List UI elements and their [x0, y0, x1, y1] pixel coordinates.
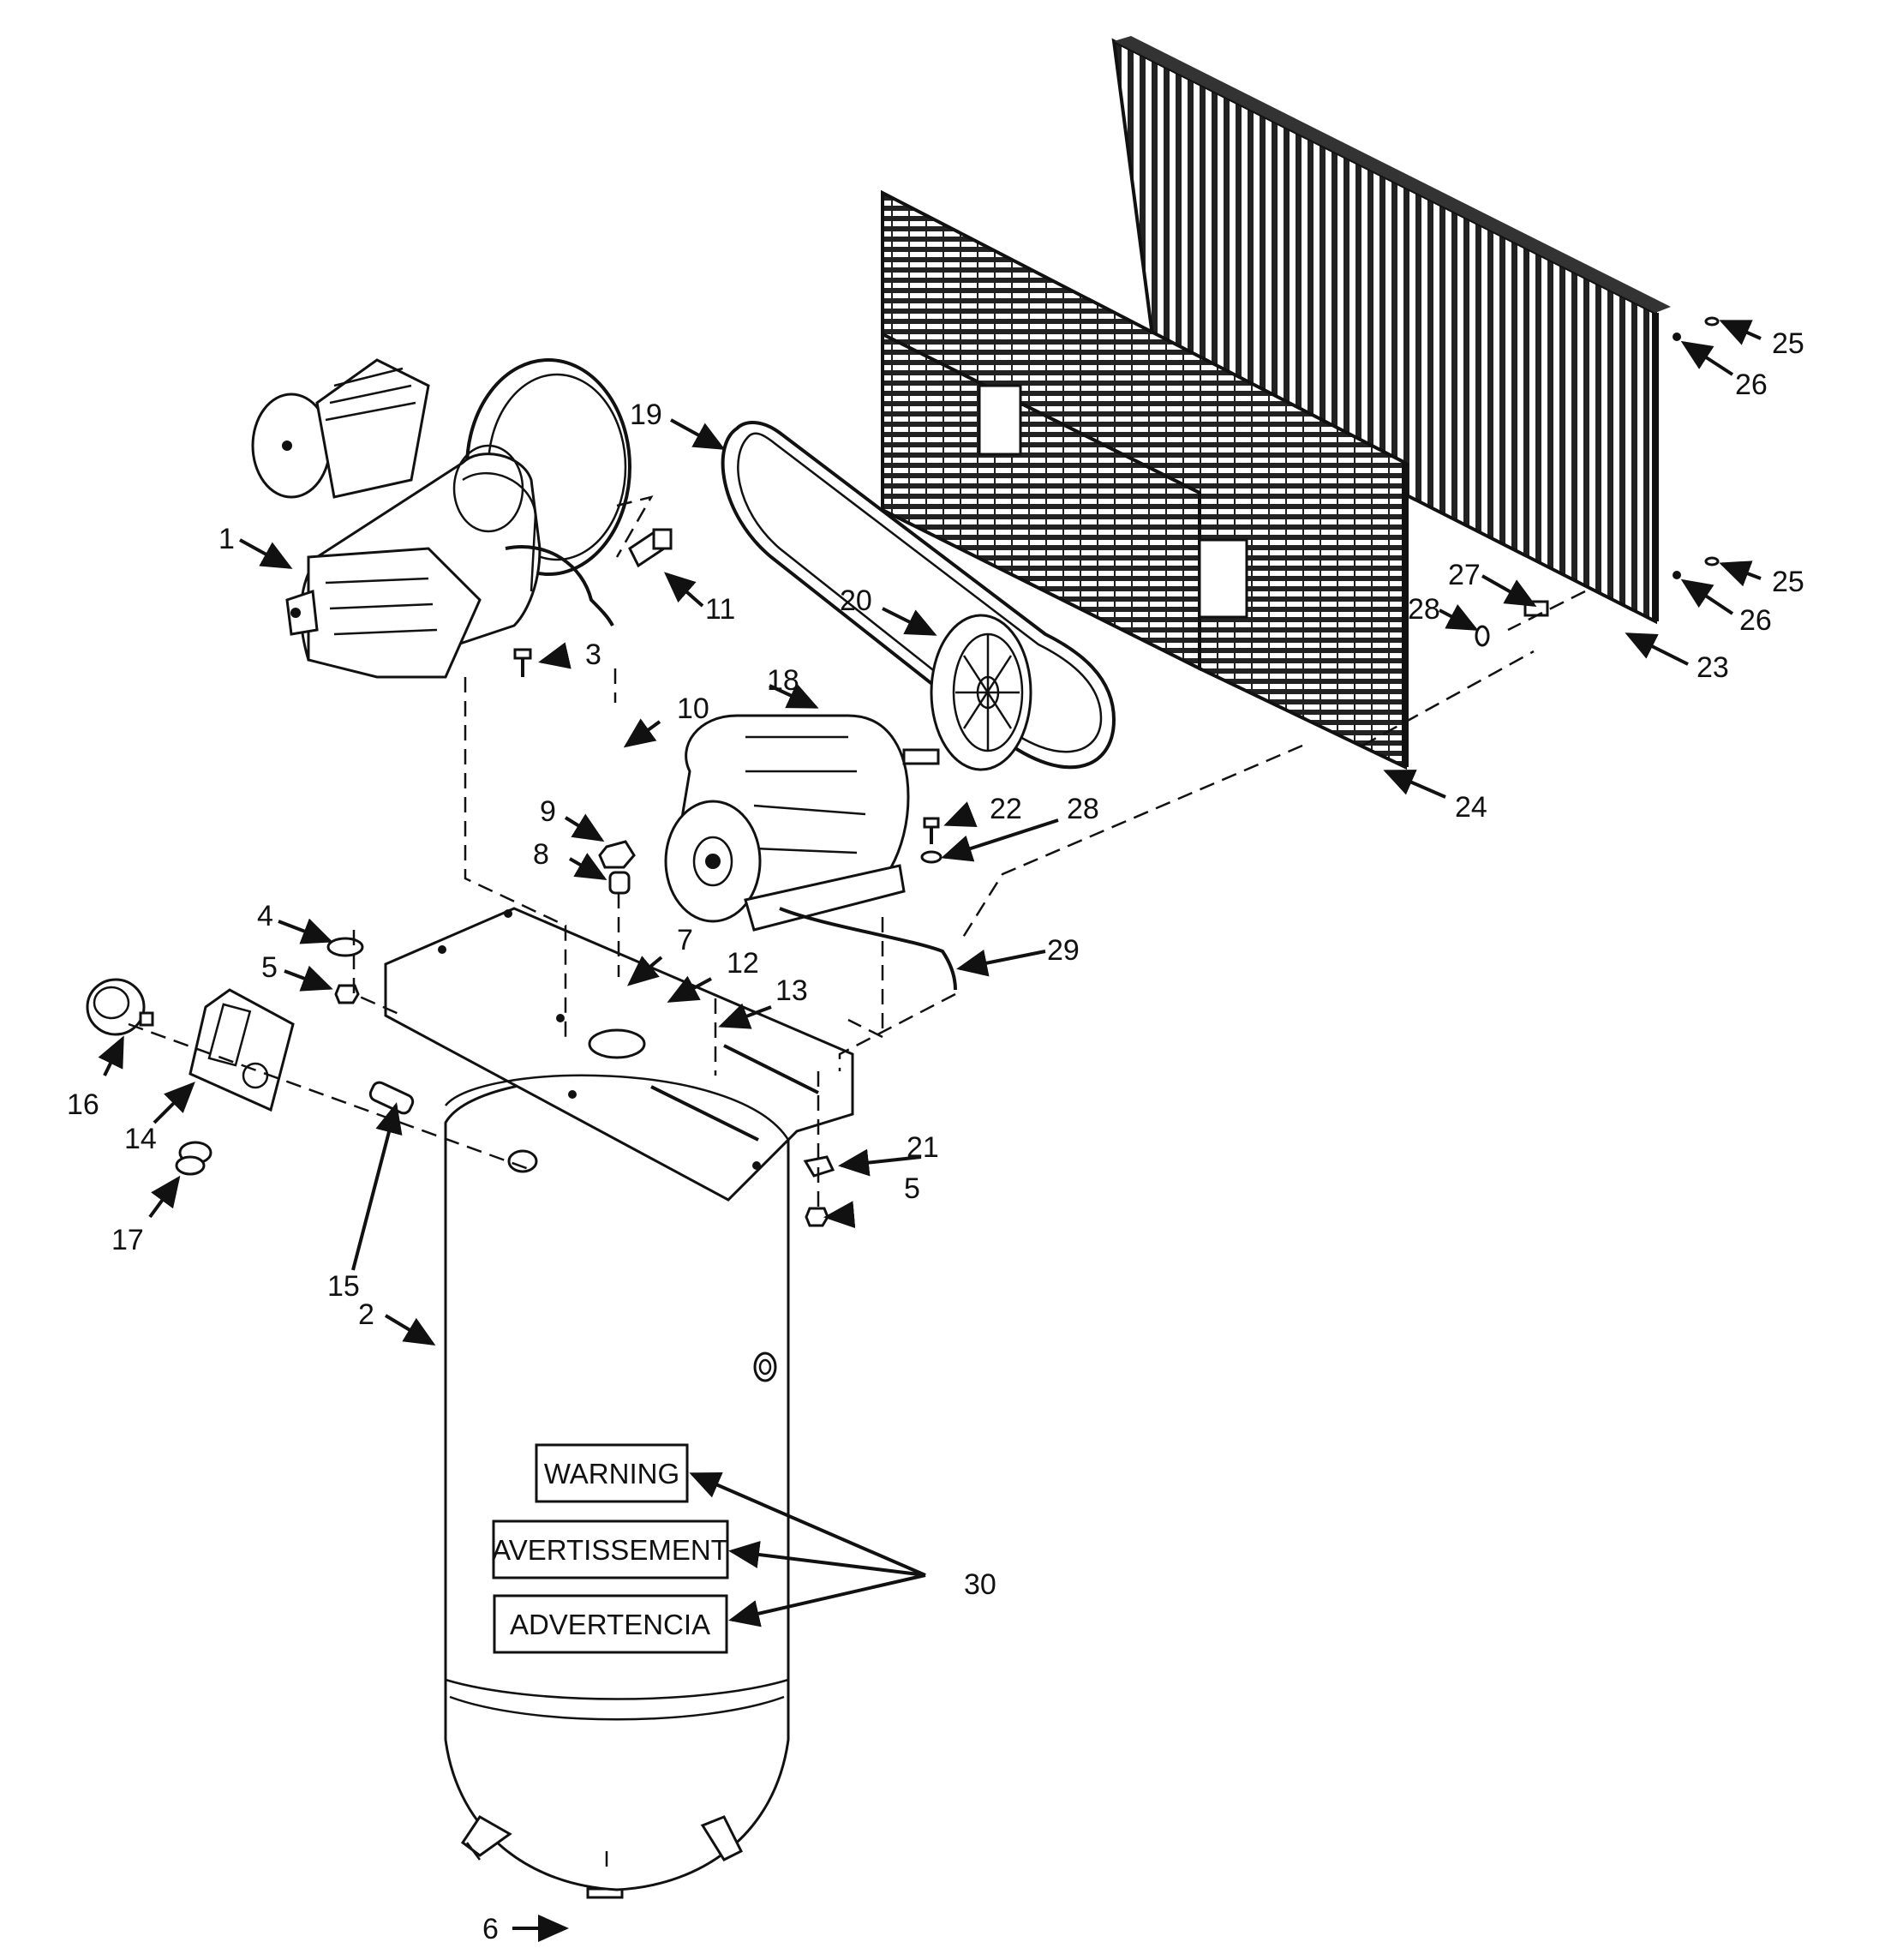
belt-guard-rear-panel — [1111, 36, 1671, 625]
electric-motor — [664, 714, 957, 991]
callout-14: 14 — [124, 1123, 157, 1155]
assembly-dashed-lines — [128, 495, 1586, 1873]
callout-2: 2 — [358, 1298, 374, 1331]
drive-belt — [721, 421, 1116, 770]
callout-4: 4 — [257, 900, 273, 932]
plate-part-14 — [189, 988, 295, 1112]
washer-part-4 — [326, 937, 364, 957]
nut-part-26-upper — [1673, 333, 1681, 341]
callout-28-guard: 28 — [1408, 593, 1440, 626]
fitting-part-17 — [175, 1141, 212, 1176]
pin-part-25-upper — [1704, 316, 1720, 327]
callout-9: 9 — [540, 795, 556, 828]
callout-13: 13 — [775, 974, 808, 1007]
callout-26-upper: 26 — [1735, 369, 1768, 401]
sleeve-part-8 — [608, 871, 631, 895]
bracket-part-21 — [803, 1155, 835, 1178]
callout-26-lower: 26 — [1739, 604, 1772, 637]
warning-label: WARNING — [535, 1443, 689, 1503]
tank-platform — [384, 907, 854, 1202]
callout-3: 3 — [585, 638, 601, 671]
advertencia-label: ADVERTENCIA — [493, 1594, 728, 1654]
callout-labels: 1 2 3 4 5 5 6 7 8 9 10 11 12 13 14 15 16… — [67, 327, 1804, 1945]
compressor-pump — [251, 358, 631, 679]
callout-10: 10 — [677, 692, 709, 725]
callout-30: 30 — [964, 1568, 996, 1601]
motor-pulley — [930, 614, 1032, 771]
callout-27: 27 — [1448, 559, 1481, 591]
callout-20: 20 — [840, 584, 872, 617]
callout-6: 6 — [482, 1913, 499, 1945]
tube-part-10 — [608, 698, 622, 827]
callout-8: 8 — [533, 838, 549, 871]
svg-text:WARNING: WARNING — [544, 1458, 679, 1489]
callout-15: 15 — [327, 1270, 360, 1303]
washer-part-28-guard — [1475, 625, 1490, 647]
callout-18: 18 — [767, 664, 799, 697]
pin-part-25-lower — [1704, 556, 1720, 566]
fitting-part-11 — [628, 528, 673, 568]
nut-part-5-right — [805, 1207, 829, 1227]
callout-11: 11 — [705, 593, 735, 626]
callout-12: 12 — [727, 947, 759, 980]
callout-16: 16 — [67, 1088, 99, 1121]
callout-7: 7 — [677, 924, 693, 956]
nut-part-9 — [598, 840, 636, 869]
callout-arrows — [98, 320, 1762, 1942]
washer-part-28-motor — [920, 850, 943, 864]
callout-19: 19 — [630, 399, 662, 431]
callout-25-upper: 25 — [1772, 327, 1804, 360]
nut-part-26-lower — [1673, 571, 1681, 579]
nipple-part-15 — [368, 1081, 415, 1115]
belt-guard-front-panel — [881, 189, 1409, 770]
callout-25-lower: 25 — [1772, 566, 1804, 598]
callout-29: 29 — [1047, 934, 1080, 967]
bolt-part-3 — [513, 648, 532, 677]
callout-21: 21 — [907, 1131, 939, 1164]
avertissement-label: AVERTISSEMENT — [492, 1519, 729, 1579]
svg-text:ADVERTENCIA: ADVERTENCIA — [510, 1609, 710, 1640]
pressure-gauge-part-16 — [86, 978, 154, 1036]
callout-5-left: 5 — [261, 951, 278, 984]
svg-text:AVERTISSEMENT: AVERTISSEMENT — [492, 1534, 728, 1566]
callout-24: 24 — [1455, 791, 1487, 824]
callout-23: 23 — [1697, 651, 1729, 684]
callout-22: 22 — [990, 793, 1022, 825]
bolt-part-22 — [923, 817, 940, 844]
callout-5-right: 5 — [904, 1172, 920, 1205]
callout-28-motor: 28 — [1067, 793, 1099, 825]
callout-17: 17 — [111, 1224, 144, 1256]
callout-1: 1 — [218, 523, 235, 555]
